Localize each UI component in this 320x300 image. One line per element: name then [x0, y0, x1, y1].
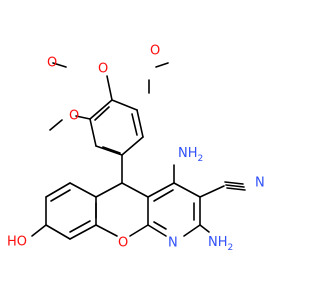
bond — [75, 115, 91, 120]
bond — [199, 185, 225, 198]
bond — [50, 189, 71, 202]
oxygen-label: O — [150, 44, 160, 59]
bond — [224, 181, 244, 185]
bond — [173, 182, 201, 198]
bond — [95, 182, 123, 198]
bond — [69, 220, 91, 233]
bond — [69, 182, 97, 198]
bond — [183, 224, 201, 237]
bond — [153, 189, 174, 202]
bond — [106, 75, 113, 101]
bond — [226, 187, 246, 191]
bond — [45, 182, 71, 198]
bond — [89, 118, 97, 147]
bond — [111, 99, 138, 111]
hydroxy-label: HO — [7, 235, 27, 250]
bond — [95, 224, 118, 237]
bond — [121, 182, 149, 198]
structure-svg: O O O O NH2 N HO O N NH2 — [7, 44, 265, 253]
bond — [31, 224, 47, 237]
molecule-diagram: O O O O NH2 N HO O N NH2 — [7, 44, 265, 253]
bond — [121, 136, 144, 156]
bond — [147, 224, 167, 237]
bond — [153, 221, 167, 230]
ring-oxygen-label: O — [118, 236, 128, 251]
bond — [49, 119, 63, 131]
bond — [45, 224, 71, 240]
bonds — [31, 62, 246, 240]
oxygen-label: O — [69, 109, 79, 124]
oxygen-label: O — [47, 56, 57, 71]
bond — [131, 113, 138, 136]
oxygen-label: O — [98, 62, 108, 77]
bond — [155, 62, 169, 68]
bond — [89, 99, 113, 120]
nitrile-nitrogen-label: N — [255, 176, 265, 191]
bond — [95, 145, 123, 156]
atom-labels: O O O O NH2 N HO O N NH2 — [7, 44, 265, 253]
bond — [136, 109, 144, 138]
bond — [147, 182, 175, 198]
amino-label: NH2 — [178, 146, 203, 164]
bond — [94, 106, 110, 121]
amino-label: NH2 — [208, 235, 233, 253]
ring-nitrogen-label: N — [168, 236, 178, 251]
bond — [52, 62, 67, 68]
bond — [129, 224, 149, 237]
bond — [102, 146, 121, 154]
bond — [225, 184, 245, 188]
bond — [69, 224, 97, 240]
bond — [199, 224, 210, 233]
